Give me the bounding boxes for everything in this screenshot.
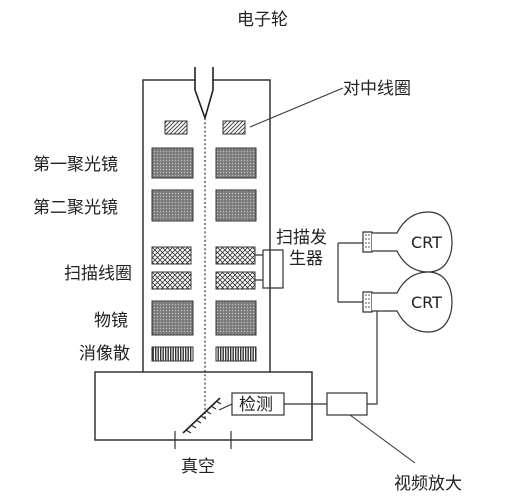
scan-coil-upper-left — [151, 246, 192, 265]
scan-coil-wiring — [255, 249, 284, 289]
scan-coil-label: 扫描线圈 — [64, 264, 132, 284]
scan-generator-label-line2: 生器 — [289, 249, 323, 269]
stigmator-label: 消像散 — [79, 344, 130, 364]
vacuum-port — [174, 431, 232, 449]
centering-coil-right — [222, 120, 246, 135]
vacuum-label: 真空 — [181, 457, 215, 477]
crt-bottom-label: CRT — [411, 293, 442, 312]
video-amplifier-label: 视频放大 — [394, 474, 462, 494]
specimen-surface — [182, 397, 221, 434]
scan-generator-to-crt-wiring — [337, 242, 363, 303]
objective-lens-right — [215, 300, 257, 336]
video-amplifier-leader-line — [349, 414, 416, 464]
scan-coil-lower-right — [215, 271, 256, 290]
video-amplifier-box — [326, 392, 368, 416]
crt-top — [362, 211, 453, 273]
scan-generator-label-line1: 扫描发 — [276, 228, 327, 248]
second-condenser-lens-left — [151, 189, 194, 222]
scan-coil-lower-left — [151, 271, 192, 290]
specimen-hatch — [185, 400, 222, 434]
stigmator-right — [215, 346, 257, 362]
objective-lens-label: 物镜 — [94, 311, 128, 331]
centering-coil-leader-line — [249, 87, 344, 128]
crt-top-label: CRT — [411, 233, 442, 252]
specimen-chamber-outline — [94, 371, 313, 441]
first-condenser-label: 第一聚光镜 — [33, 155, 118, 175]
detector-beam-link — [218, 403, 233, 411]
detector-label: 检测 — [239, 395, 273, 415]
objective-lens-left — [151, 300, 194, 336]
electron-gun-shape — [194, 67, 214, 121]
electron-gun-label: 电子轮 — [237, 10, 288, 30]
crt-bottom — [362, 271, 453, 333]
second-condenser-label: 第二聚光镜 — [33, 198, 118, 218]
stigmator-left — [151, 346, 194, 362]
second-condenser-lens-right — [215, 189, 257, 222]
scan-coil-upper-right — [215, 246, 256, 265]
first-condenser-lens-right — [215, 147, 257, 179]
column-outline — [142, 79, 271, 373]
centering-coil-label: 对中线圈 — [343, 79, 411, 99]
centering-coil-left — [164, 120, 188, 135]
amplifier-to-crt-wiring — [367, 311, 378, 405]
first-condenser-lens-left — [151, 147, 194, 179]
